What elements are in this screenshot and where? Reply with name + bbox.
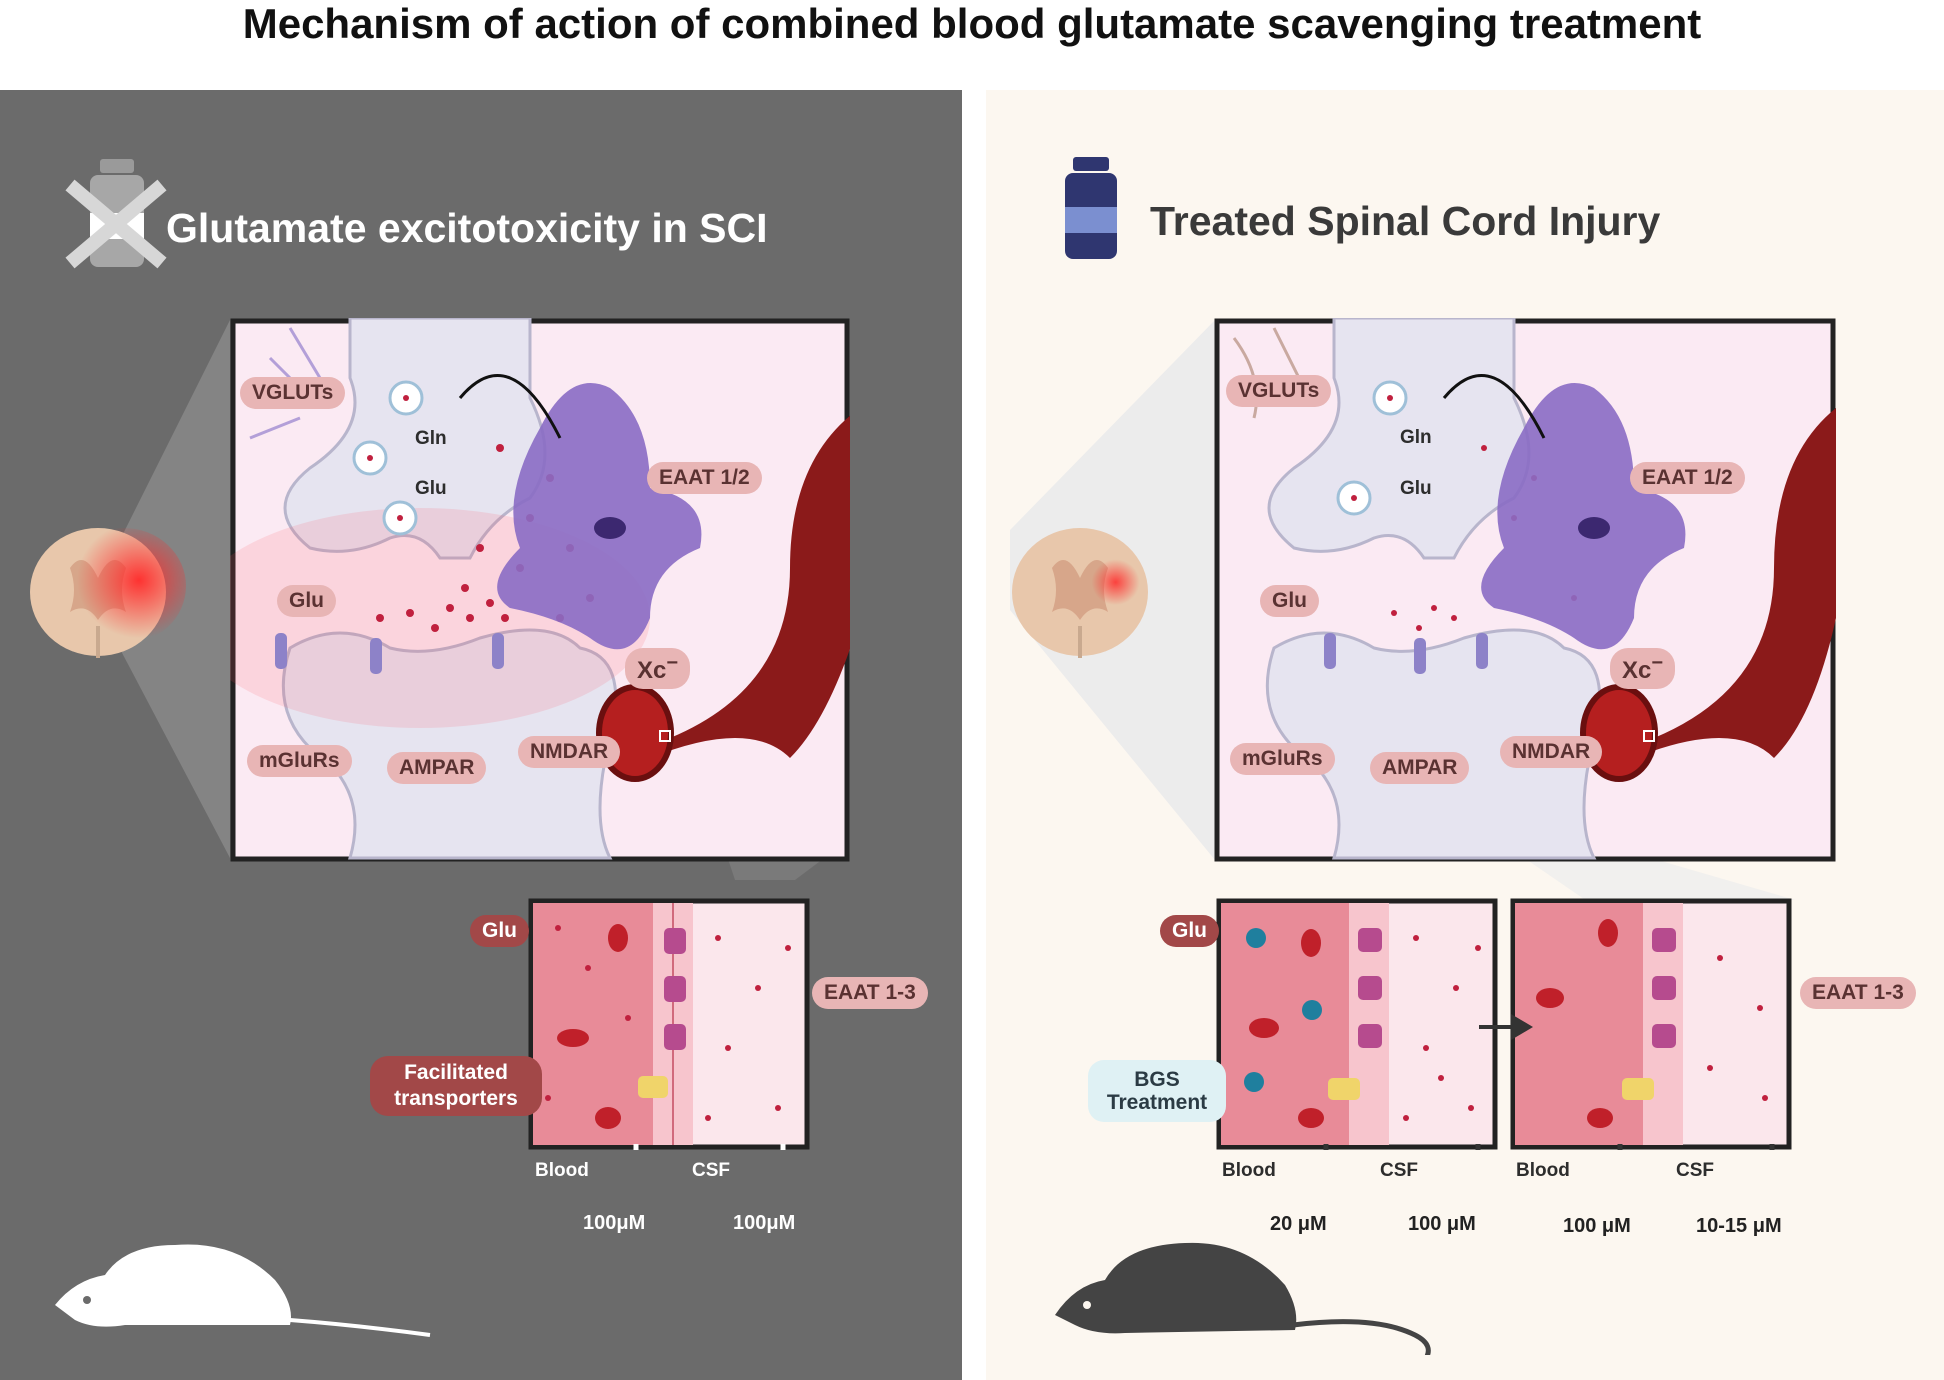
bgs-treatment-label: BGS Treatment bbox=[1088, 1060, 1226, 1122]
bbb-barrier-box-scavenging bbox=[1216, 898, 1498, 1150]
blood-label: Blood bbox=[1516, 1160, 1570, 1181]
csf-concentration: 100 μM bbox=[1408, 1213, 1476, 1235]
synapse-zoom-box bbox=[230, 318, 850, 862]
rat-silhouette-icon bbox=[55, 1244, 431, 1337]
blood-label: Blood bbox=[1222, 1160, 1276, 1181]
facilitated-transporters-label: Facilitated transporters bbox=[370, 1056, 542, 1116]
csf-label: CSF bbox=[1380, 1160, 1418, 1181]
eaat13-label: EAAT 1-3 bbox=[812, 977, 928, 1009]
crossed-vial-icon bbox=[65, 159, 167, 269]
xc-label: Xc− bbox=[1610, 648, 1676, 689]
rat-silhouette-icon bbox=[1055, 1242, 1431, 1355]
csf-label: CSF bbox=[692, 1160, 730, 1181]
eaat13-label: EAAT 1-3 bbox=[1800, 977, 1916, 1009]
eaat12-label: EAAT 1/2 bbox=[647, 462, 762, 494]
untreated-heading: Glutamate excitotoxicity in SCI bbox=[166, 205, 768, 251]
mglurs-label: mGluRs bbox=[247, 745, 352, 777]
spinal-cord-section-icon bbox=[1012, 528, 1148, 658]
bbb-barrier-box-efflux bbox=[1510, 898, 1792, 1150]
glu-barrier-label: Glu bbox=[470, 915, 529, 947]
gln-label: Gln bbox=[415, 428, 447, 449]
treated-heading: Treated Spinal Cord Injury bbox=[1150, 198, 1661, 244]
blood-concentration: 100 μM bbox=[1563, 1215, 1631, 1237]
glu-barrier-label: Glu bbox=[1160, 915, 1219, 947]
vial-icon bbox=[1065, 157, 1117, 259]
nmdar-label: NMDAR bbox=[518, 736, 621, 768]
blood-concentration: 20 μM bbox=[1270, 1213, 1327, 1235]
vgluts-label: VGLUTs bbox=[1226, 375, 1332, 407]
blood-label: Blood bbox=[535, 1160, 589, 1181]
figure-title: Mechanism of action of combined blood gl… bbox=[242, 0, 1702, 47]
gln-label: Gln bbox=[1400, 427, 1432, 448]
spinal-cord-section-icon bbox=[30, 528, 186, 658]
blood-concentration: 100μM bbox=[583, 1212, 646, 1234]
glu-label: Glu bbox=[1260, 585, 1319, 617]
nmdar-label: NMDAR bbox=[1500, 736, 1603, 768]
bbb-barrier-box bbox=[528, 898, 810, 1150]
mglurs-label: mGluRs bbox=[1230, 743, 1335, 775]
csf-concentration: 100μM bbox=[733, 1212, 796, 1234]
process-arrow bbox=[1479, 1014, 1533, 1040]
csf-label: CSF bbox=[1676, 1160, 1714, 1181]
glu-cycle-label: Glu bbox=[415, 478, 447, 499]
glu-cycle-label: Glu bbox=[1400, 478, 1432, 499]
ampar-label: AMPAR bbox=[1370, 752, 1470, 784]
csf-concentration: 10-15 μM bbox=[1696, 1215, 1782, 1237]
glu-label: Glu bbox=[277, 585, 336, 617]
eaat12-label: EAAT 1/2 bbox=[1630, 462, 1745, 494]
vgluts-label: VGLUTs bbox=[240, 377, 346, 409]
ampar-label: AMPAR bbox=[387, 752, 487, 784]
xc-label: Xc− bbox=[625, 648, 691, 689]
